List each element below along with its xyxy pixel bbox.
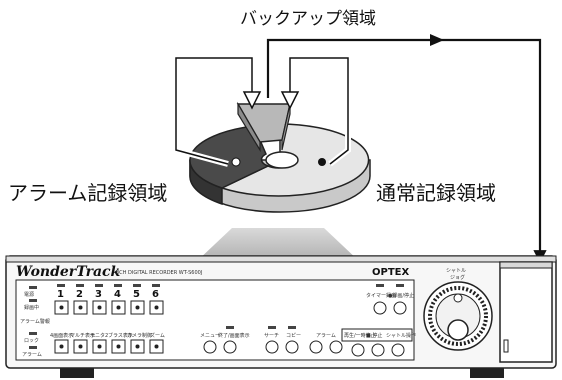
backup-drive-bay bbox=[499, 261, 553, 363]
svg-text:2: 2 bbox=[76, 289, 83, 300]
svg-text:再生/一時停止: 再生/一時停止 bbox=[344, 332, 376, 339]
hard-disk-diagram bbox=[189, 101, 371, 213]
alarm-region bbox=[189, 125, 270, 189]
backup-to-drive-arrow bbox=[266, 34, 547, 264]
backup-area-label: バックアップ領域 bbox=[240, 9, 376, 29]
menu-controls: メニュー 終了/画面表示 サーチ コピー アラーム bbox=[200, 326, 343, 354]
backup-transfer-arrows bbox=[173, 55, 351, 167]
svg-text:電源: 電源 bbox=[24, 291, 34, 298]
svg-text:メニュー: メニュー bbox=[200, 333, 220, 339]
svg-text:シャトル: シャトル bbox=[446, 268, 466, 274]
svg-text:ロック: ロック bbox=[24, 338, 39, 344]
svg-text:4画面表示: 4画面表示 bbox=[50, 332, 73, 339]
svg-text:マルチ表示: マルチ表示 bbox=[70, 332, 95, 339]
brand-logo: WonderTrack bbox=[16, 264, 121, 280]
svg-text:録画中: 録画中 bbox=[24, 304, 39, 311]
svg-text:サーチ: サーチ bbox=[264, 333, 279, 339]
svg-text:ズーム: ズーム bbox=[150, 332, 165, 339]
svg-text:モニタ2: モニタ2 bbox=[90, 332, 108, 339]
svg-text:アラーム: アラーム bbox=[22, 352, 42, 358]
svg-text:ブラス表示: ブラス表示 bbox=[108, 332, 133, 339]
recorder-device: WonderTrack 8CH DIGITAL RECORDER WT-S600… bbox=[5, 255, 557, 378]
function-buttons: 4画面表示 マルチ表示 モニタ2 ブラス表示 カメラ制御 ズーム bbox=[50, 332, 165, 354]
svg-text:5: 5 bbox=[133, 289, 140, 300]
svg-text:ジョグ: ジョグ bbox=[450, 274, 465, 281]
svg-text:カメラ制御: カメラ制御 bbox=[127, 332, 152, 339]
svg-text:コピー: コピー bbox=[286, 333, 301, 339]
svg-text:終了/画面表示: 終了/画面表示 bbox=[218, 332, 250, 339]
svg-text:●録画/停止: ●録画/停止 bbox=[388, 292, 414, 299]
normal-recording-area-label: 通常記録領域 bbox=[376, 181, 496, 205]
record-controls: タイマー録画 ●録画/停止 再生/一時停止 ■ 停止 シャトル操作 bbox=[341, 284, 416, 357]
svg-text:3: 3 bbox=[95, 289, 102, 300]
jog-shuttle-dial: シャトル ジョグ bbox=[423, 268, 493, 351]
alarm-recording-area-label: アラーム記録領域 bbox=[8, 181, 168, 205]
svg-text:6: 6 bbox=[152, 289, 159, 300]
svg-text:■ 停止: ■ 停止 bbox=[366, 332, 382, 339]
model-text: 8CH DIGITAL RECORDER WT-S600J bbox=[116, 270, 202, 276]
svg-text:4: 4 bbox=[114, 289, 121, 300]
svg-text:タイマー録画: タイマー録画 bbox=[366, 292, 396, 299]
light-beam bbox=[196, 228, 360, 262]
svg-text:アラーム警報: アラーム警報 bbox=[20, 318, 50, 325]
channel-buttons: 1 2 3 4 5 6 bbox=[54, 284, 164, 315]
svg-text:1: 1 bbox=[57, 289, 64, 300]
svg-text:アラーム: アラーム bbox=[316, 333, 336, 339]
status-indicators: 電源 録画中 アラーム警報 ロック アラーム bbox=[20, 286, 50, 358]
maker-logo: OPTEX bbox=[372, 267, 409, 278]
svg-text:シャトル操作: シャトル操作 bbox=[386, 332, 416, 339]
